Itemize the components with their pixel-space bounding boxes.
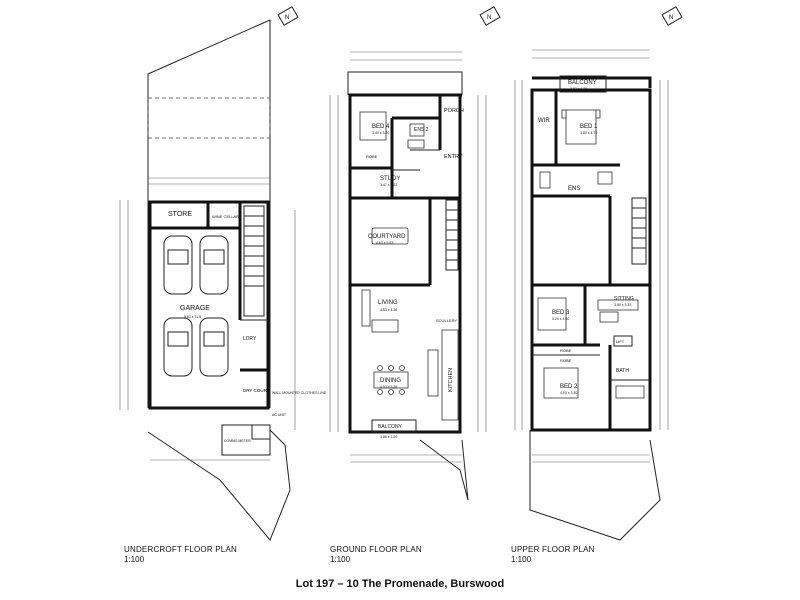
room-label-robe: ROBE [560,358,572,363]
room-label-comms: COMMS METER [224,439,251,443]
room-label-ldry: LDRY [243,336,257,342]
room-label-dry-court: DRY COURT [243,388,270,393]
room-size-living: 4.53 x 4.36 [380,308,397,312]
room-label-bed3: BED 3 [552,310,570,316]
room-label-clothes-line: WALL MOUNTED CLOTHES LINE [272,391,327,395]
stairs [445,199,459,271]
undercroft-plan: STORE WINE CELLAR GARAGE 8.83 x 11.5 LDR… [119,6,327,541]
room-size-bed4: 3.40 x 3.20 [372,131,389,135]
upper-plan: BALCONY 3.87 x 1.20 WIR BED 1 3.80 x 4.7… [514,6,683,541]
room-label-upper-balcony: BALCONY [568,80,597,86]
room-label-ac-unit: AC UNIT [272,413,287,417]
room-label-wir: WIR [538,118,550,124]
room-size-balcony: 3.86 x 1.20 [380,435,397,439]
room-label-ens2: ENS 2 [414,127,429,133]
upper-caption: UPPER FLOOR PLAN [511,545,595,554]
room-label-bed1: BED 1 [580,124,598,130]
stairs [243,205,265,317]
room-label-kitchen: KITCHEN [448,368,454,392]
room-label-scullery: SCULLERY [436,318,457,323]
drawing-title: Lot 197 – 10 The Promenade, Burswood [295,578,505,590]
car-icon [163,235,193,295]
car-icon [199,317,229,377]
north-arrow-icon: N [277,6,299,26]
room-label-dining: DINING [380,378,401,384]
room-size-bed1: 3.80 x 4.70 [580,131,597,135]
north-arrow-icon: N [479,6,501,26]
svg-text:N: N [669,15,673,21]
north-arrow-icon: N [661,6,683,26]
room-size-bed2: 4.03 x 3.30 [560,391,577,395]
room-label-living: LIVING [378,300,398,306]
upper-scale: 1:100 [511,555,532,564]
room-label-robe: ROBE [560,348,572,353]
room-label-study: STUDY [380,176,400,182]
ground-scale: 1:100 [330,555,351,564]
room-label-bed4: BED 4 [372,124,390,130]
room-size-sitting: 3.80 x 3.33 [614,303,631,307]
svg-text:N: N [285,15,289,21]
room-label-sitting: SITTING [614,296,634,302]
car-icon [199,235,229,295]
ground-plan: BED 4 3.40 x 3.20 ENS 2 PORCH ENTRY ROBE… [329,6,501,501]
svg-text:N: N [487,15,491,21]
room-label-entry: ENTRY [444,154,463,160]
room-label-courtyard: COURTYARD [368,234,406,240]
room-label-bed2: BED 2 [560,384,578,390]
room-size-dining: 4.53 x 3.36 [380,385,397,389]
room-label-robe: ROBE [366,154,378,159]
stairs [631,197,647,265]
room-label-ens: ENS [568,186,580,192]
room-label-balcony: BALCONY [378,424,403,430]
room-label-garage: GARAGE [180,305,210,312]
undercroft-scale: 1:100 [124,555,145,564]
room-label-wine-cellar: WINE CELLAR [212,214,239,219]
room-size-garage: 8.83 x 11.5 [184,315,201,319]
car-icon [163,317,193,377]
room-label-bath: BATH [616,368,629,374]
room-label-lift: LIFT [616,339,625,344]
room-size-upper-balcony: 3.87 x 1.20 [570,87,587,91]
room-label-store: STORE [168,211,192,218]
ground-caption: GROUND FLOOR PLAN [330,545,422,554]
undercroft-caption: UNDERCROFT FLOOR PLAN [124,545,237,554]
room-label-porch: PORCH [444,108,464,114]
room-size-bed3: 3.24 x 4.00 [552,317,569,321]
room-size-study: 3.47 x 2.23 [380,183,397,187]
room-size-courtyard: 4.63 x 5.83 [376,241,393,245]
